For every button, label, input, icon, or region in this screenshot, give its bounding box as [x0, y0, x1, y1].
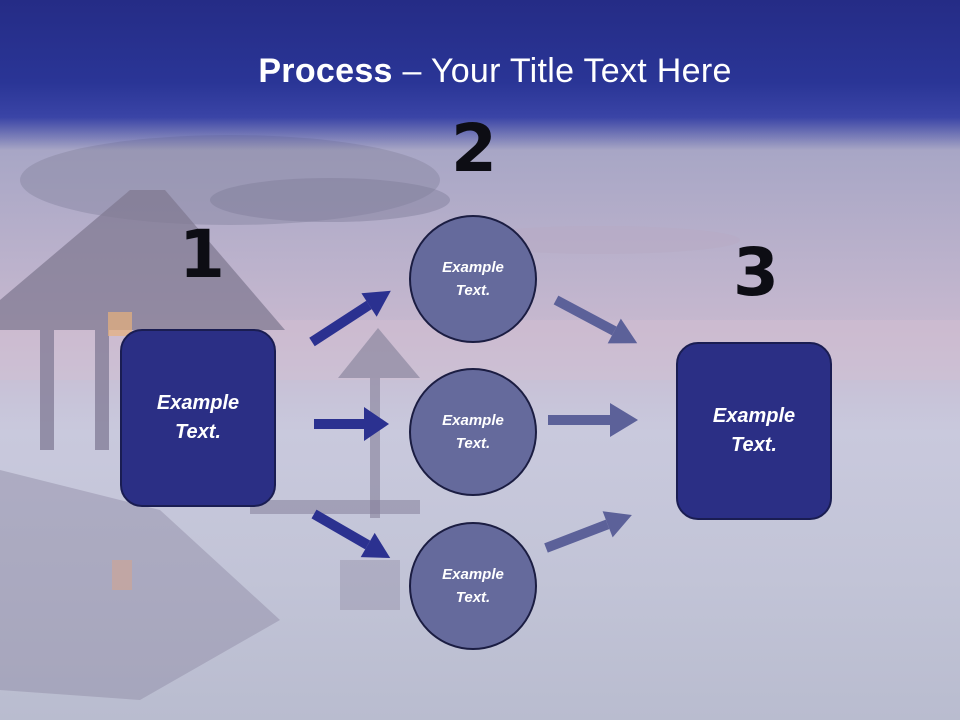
step-number-3: 3 — [733, 234, 779, 311]
step-number-1: 1 — [179, 216, 225, 293]
step-1-box[interactable]: Example Text. — [120, 329, 276, 507]
title-bar — [0, 0, 960, 150]
arrow-2c-to-3 — [544, 511, 632, 553]
title-rest: – Your Title Text Here — [392, 52, 732, 90]
step-2a-label: Example Text. — [442, 259, 504, 299]
arrow-1-to-2a — [309, 290, 391, 347]
arrow-1-to-2c — [311, 509, 391, 558]
step-2a-circle[interactable]: Example Text. — [409, 215, 537, 343]
title-bold: Process — [258, 52, 393, 90]
slide-title: Process – Your Title Text Here — [0, 52, 960, 91]
arrow-1-to-2b — [314, 407, 389, 441]
step-3-label: Example Text. — [712, 405, 796, 456]
step-1-label: Example Text. — [156, 392, 240, 443]
step-3-box[interactable]: Example Text. — [676, 342, 832, 520]
step-number-2: 2 — [451, 110, 497, 187]
arrow-2a-to-3 — [553, 295, 638, 344]
step-2b-circle[interactable]: Example Text. — [409, 368, 537, 496]
step-2b-label: Example Text. — [442, 412, 504, 452]
step-2c-circle[interactable]: Example Text. — [409, 522, 537, 650]
step-2c-label: Example Text. — [442, 566, 504, 606]
arrow-2b-to-3 — [548, 403, 638, 437]
